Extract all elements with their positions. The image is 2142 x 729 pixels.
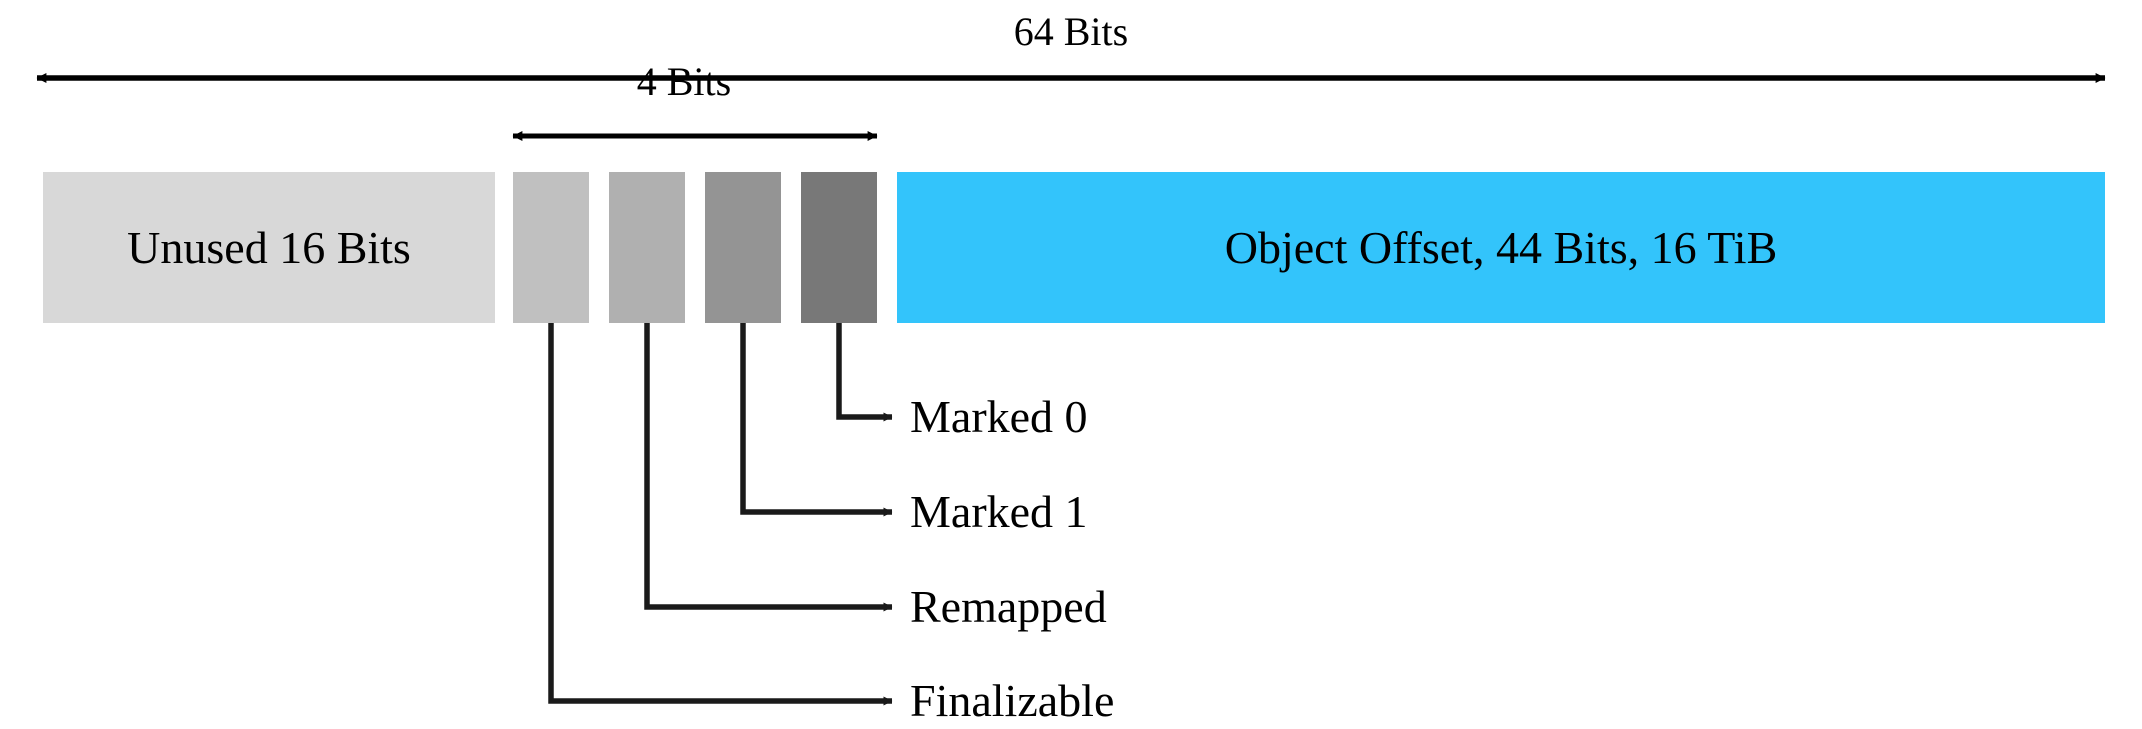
- leader-line-remapped: [644, 323, 893, 612]
- field-box-unused: [43, 172, 495, 323]
- callout-label-finalizable: Finalizable: [910, 675, 1115, 726]
- dimension-label-64-bits: 64 Bits: [1013, 9, 1129, 54]
- field-box-marked1-bit: [705, 172, 781, 323]
- field-label-unused: Unused 16 Bits: [127, 221, 411, 273]
- field-box-marked0-bit: [801, 172, 877, 323]
- dimension-label-4-bits: 4 Bits: [636, 59, 732, 104]
- leader-line-marked-0: [836, 323, 893, 422]
- callout-label-marked-0: Marked 0: [910, 391, 1088, 442]
- field-boxes: [43, 172, 2105, 323]
- field-box-finalizable-bit: [513, 172, 589, 323]
- field-box-object-offset: [897, 172, 2105, 323]
- callout-label-marked-1: Marked 1: [910, 486, 1088, 537]
- field-label-object-offset: Object Offset, 44 Bits, 16 TiB: [1224, 221, 1778, 273]
- leader-line-finalizable: [548, 323, 893, 706]
- callout-leader-lines: [548, 323, 893, 706]
- callout-label-remapped: Remapped: [910, 581, 1107, 632]
- leader-line-marked-1: [740, 323, 893, 517]
- field-box-remapped-bit: [609, 172, 685, 323]
